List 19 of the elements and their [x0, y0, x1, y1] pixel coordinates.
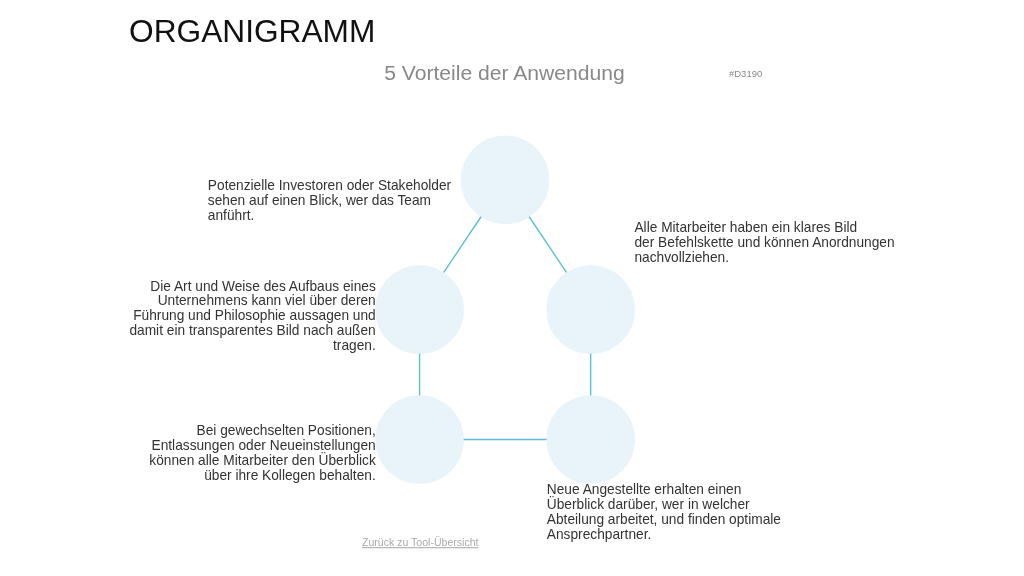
node-circle: [545, 265, 635, 354]
node-label: Die Art und Weise des Aufbaus eines Unternehmens kann viel über deren Führung und Philosophie aussagen und damit ein transparentes Bild nach außen tragen.: [128, 278, 376, 353]
diagram-title: ORGANIGRAMM: [128, 12, 375, 49]
connector: [462, 438, 547, 441]
connector: [589, 352, 591, 397]
node-label: Alle Mitarbeiter haben ein klares Bild der Befehlskette und können Anordnungen nachvollziehen.: [633, 220, 895, 266]
connector: [527, 216, 567, 274]
label: 5 Vorteile der Anwendung: [383, 60, 625, 84]
node-circle: [460, 135, 549, 225]
label: Zurück zu Tool-Übersicht: [361, 536, 478, 549]
node-label: Potenzielle Investoren oder Stakeholder sehen auf einen Blick, wer das Team anführt.: [207, 178, 451, 223]
connector: [442, 216, 482, 274]
label: #D3190: [728, 68, 762, 80]
node-circle: [374, 395, 464, 484]
node-label: Neue Angestellte erhalten einen Überblick darüber, wer in welcher Abteilung arbeitet, und finden optimale Ansprechpartner.: [546, 482, 781, 542]
node-circle: [374, 265, 464, 354]
node-circle: [545, 395, 635, 484]
connector: [418, 352, 420, 397]
node-label: Bei gewechselten Positionen, Entlassungen oder Neueinstellungen können alle Mitarbeiter den Überblick über ihre Kollegen behalten.: [148, 423, 376, 483]
